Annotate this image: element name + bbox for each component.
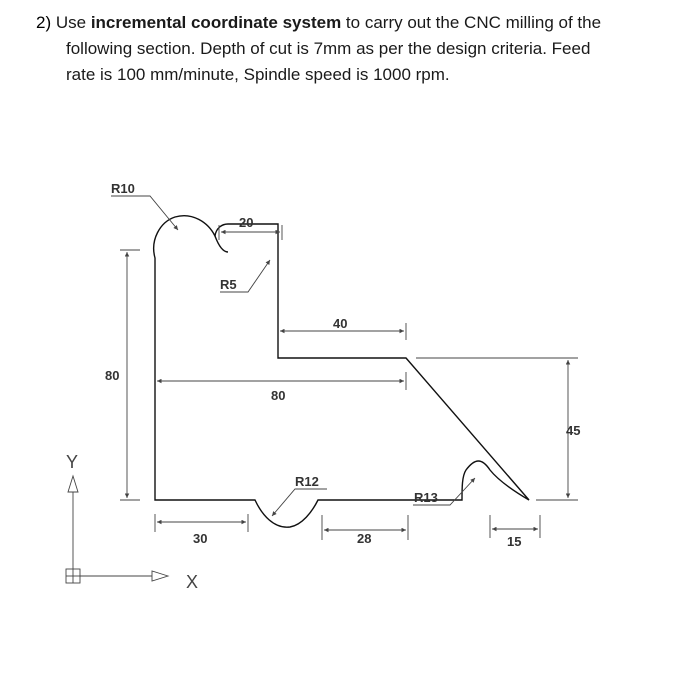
question-line-1-pre: Use bbox=[55, 13, 91, 32]
bottom-mid-label: 28 bbox=[357, 531, 371, 546]
question-line-2: following section. Depth of cut is 7mm a… bbox=[66, 39, 591, 58]
x-axis-label: X bbox=[186, 572, 198, 592]
question-line-1: 2) Use incremental coordinate system to … bbox=[36, 10, 668, 36]
question-line-1-post: to carry out the CNC milling of the bbox=[341, 13, 602, 32]
question-text: 2) Use incremental coordinate system to … bbox=[36, 10, 668, 88]
r10-leader bbox=[111, 195, 179, 231]
question-line-1-bold: incremental coordinate system bbox=[90, 13, 342, 32]
r12-label: R12 bbox=[295, 474, 319, 489]
height-right-label: 45 bbox=[566, 423, 580, 438]
ucs-axis-icon: Y X bbox=[65, 452, 198, 592]
x-axis-arrow bbox=[151, 570, 170, 582]
r13-leader bbox=[413, 477, 476, 506]
r10-label: R10 bbox=[111, 181, 135, 196]
bottom-left-label: 30 bbox=[193, 531, 207, 546]
bottom-right-label: 15 bbox=[507, 534, 521, 549]
step-width-label: 40 bbox=[333, 316, 347, 331]
r5-leader bbox=[220, 259, 271, 293]
question-number: 2) bbox=[36, 13, 52, 32]
r13-label: R13 bbox=[414, 490, 438, 505]
r5-fillet bbox=[214, 235, 229, 253]
top-width-label: 20 bbox=[239, 215, 253, 230]
r12-leader bbox=[271, 488, 327, 517]
r5-label: R5 bbox=[220, 277, 237, 292]
inner-width-label: 80 bbox=[271, 388, 285, 403]
y-axis-arrow bbox=[67, 474, 79, 493]
y-axis-label: Y bbox=[66, 452, 78, 472]
question-line-3: rate is 100 mm/minute, Spindle speed is … bbox=[66, 65, 450, 84]
part-profile bbox=[153, 215, 530, 528]
height-left-label: 80 bbox=[105, 368, 119, 383]
